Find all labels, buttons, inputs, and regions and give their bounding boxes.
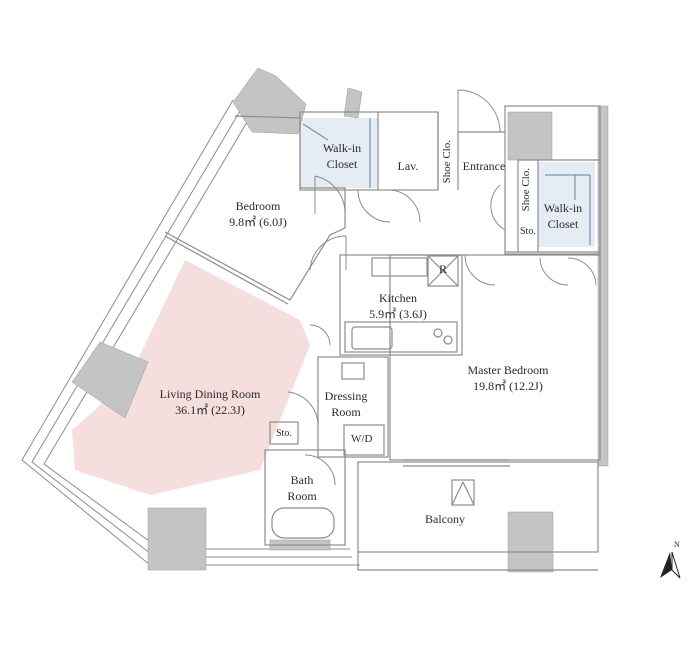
dressing-room-line2: Room [331, 405, 361, 419]
balcony-name: Balcony [425, 512, 465, 526]
storage-lower-label: Sto. [276, 428, 292, 439]
washer-dryer-label: W/D [351, 433, 373, 445]
bedroom-name: Bedroom [235, 199, 281, 213]
walkin-closet-left-line2: Closet [326, 157, 358, 171]
living-dining-area: 36.1㎡ (22.3J) [175, 403, 245, 417]
north-arrow-icon [660, 551, 681, 579]
walkin-closet-left-line1: Walk-in [322, 141, 362, 155]
walkin-closet-right-line2: Closet [547, 217, 579, 231]
interior-walls [164, 105, 601, 571]
exterior-wall-west [21, 99, 360, 566]
walkin-closet-right-label: Walk-in Closet [544, 200, 582, 232]
balcony-label: Balcony [425, 511, 465, 527]
bath-room-line2: Room [287, 489, 317, 503]
storage-upper-label: Sto. [520, 226, 536, 237]
dressing-room-line1: Dressing [324, 389, 368, 403]
bedroom-area: 9.8㎡ (6.0J) [229, 215, 287, 229]
master-bedroom-name: Master Bedroom [467, 363, 549, 377]
dressing-room-label: Dressing Room [325, 388, 368, 420]
refrigerator-label: R [439, 262, 448, 276]
kitchen-label: Kitchen 5.9㎡ (3.6J) [369, 290, 427, 322]
compass-label: N [674, 540, 680, 549]
walkin-closet-right-line1: Walk-in [543, 201, 583, 215]
walkin-closet-left-label: Walk-in Closet [323, 140, 361, 172]
lav-name: Lav. [397, 159, 419, 173]
master-bedroom-label: Master Bedroom 19.8㎡ (12.2J) [468, 362, 549, 394]
door-swings [287, 89, 597, 486]
living-room-fill [72, 260, 310, 495]
closet-shelves [302, 118, 591, 245]
shoe-closet-right-label: Shoe Clo. [520, 168, 532, 212]
entrance-name: Entrance [462, 159, 506, 173]
structural-walls [71, 67, 609, 573]
shoe-closet-left-label: Shoe Clo. [441, 140, 453, 184]
master-bedroom-area: 19.8㎡ (12.2J) [473, 379, 543, 393]
kitchen-name: Kitchen [378, 291, 417, 305]
living-dining-label: Living Dining Room 36.1㎡ (22.3J) [160, 386, 261, 418]
lav-label: Lav. [398, 158, 419, 174]
bedroom-label: Bedroom 9.8㎡ (6.0J) [229, 198, 287, 230]
entrance-label: Entrance [463, 158, 506, 174]
walkin-closet-right-fill [538, 162, 595, 247]
bath-room-line1: Bath [290, 473, 314, 487]
living-dining-name: Living Dining Room [159, 387, 261, 401]
walkin-closet-left-fill [300, 118, 378, 188]
bath-room-label: Bath Room [287, 472, 316, 504]
kitchen-area: 5.9㎡ (3.6J) [369, 307, 427, 321]
